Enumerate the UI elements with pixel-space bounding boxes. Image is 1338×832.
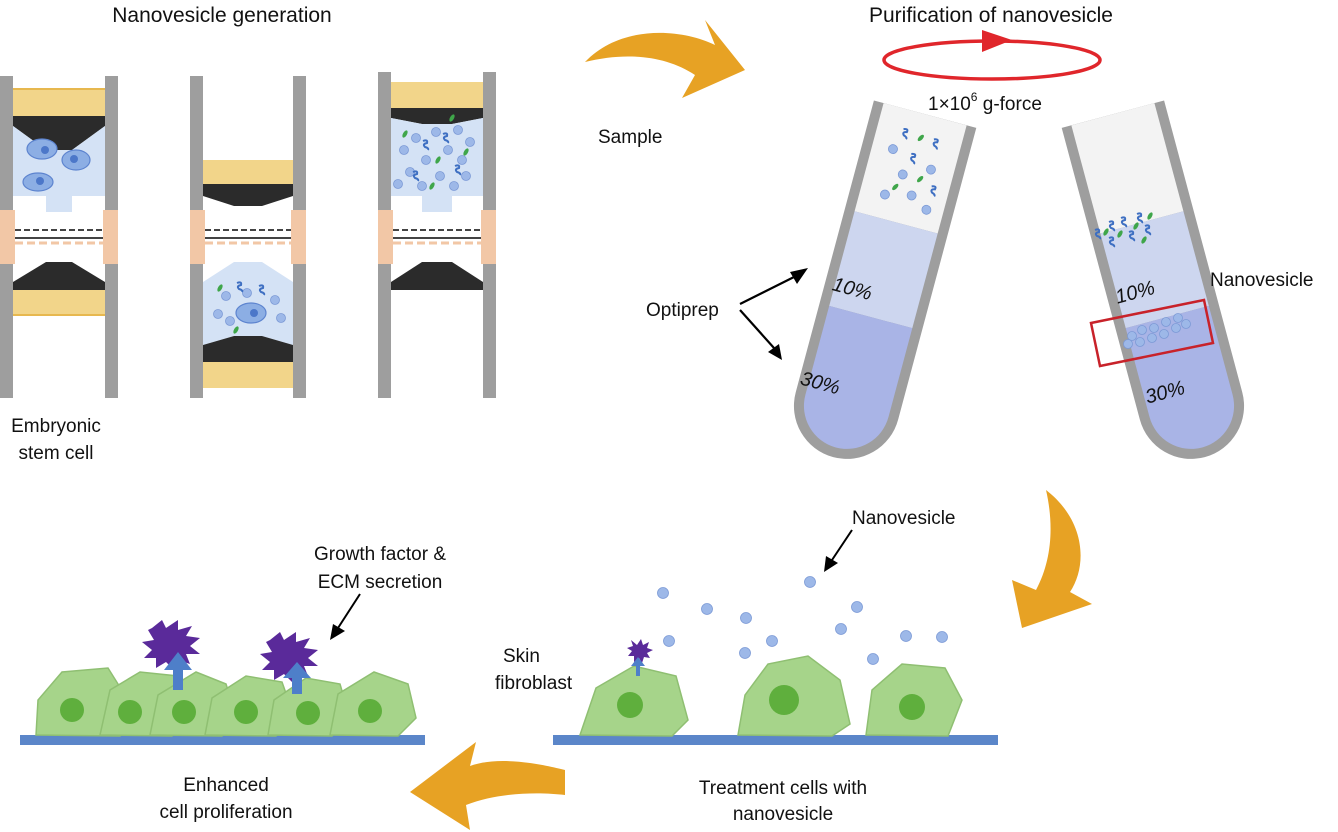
title-nanovesicle-generation: Nanovesicle generation [112,4,331,27]
starburst-icon [627,639,653,676]
label-sample: Sample [598,127,662,148]
title-purification: Purification of nanovesicle [869,4,1113,27]
label-g-force: 1×106 g-force [928,90,1042,115]
label-embryonic-stem-cell-2: stem cell [19,443,94,464]
label-growth-factor: Growth factor & [314,544,446,565]
label-skin-fibroblast-2: fibroblast [495,673,573,694]
label-skin-fibroblast: Skin [503,646,540,667]
label-enhanced: Enhanced [183,775,269,796]
highlight-box [1089,298,1215,368]
extrusion-device-1 [0,76,118,398]
substrate-right [553,735,998,745]
curved-arrow-icon [410,742,565,830]
label-treatment: Treatment cells with [699,778,867,799]
centrifuge-tube-after [1061,100,1245,459]
starburst-icon [260,632,318,694]
substrate-left [20,735,425,745]
centrifuge-tube-before [793,100,977,459]
starburst-icon [142,620,200,690]
optiprep-arrows [739,268,808,360]
fibroblast-cell [865,663,963,737]
pointer-arrow [824,529,853,572]
label-ecm-secretion: ECM secretion [318,572,443,593]
membrane-holder-right [103,210,118,264]
extrusion-device-3 [378,72,496,398]
label-nanovesicle-free: Nanovesicle [852,508,956,529]
membrane-holder-left [0,210,15,264]
fibroblast-cell-layer [35,667,417,737]
curved-arrow-icon [1012,490,1092,628]
pointer-arrow [330,593,361,640]
label-optiprep: Optiprep [646,300,719,321]
label-nanovesicle-band: Nanovesicle [1210,270,1314,291]
fibroblast-cell [578,665,689,737]
label-cell-proliferation: cell proliferation [159,802,292,823]
label-embryonic-stem-cell: Embryonic [11,416,101,437]
rotation-arrow-icon [882,30,1102,81]
piston-bottom [13,262,105,290]
curved-arrow-icon [585,20,745,98]
free-nanovesicles [657,576,948,665]
extrusion-device-2 [190,76,306,398]
label-treatment-2: nanovesicle [733,804,833,825]
fibroblast-cell [737,655,851,737]
